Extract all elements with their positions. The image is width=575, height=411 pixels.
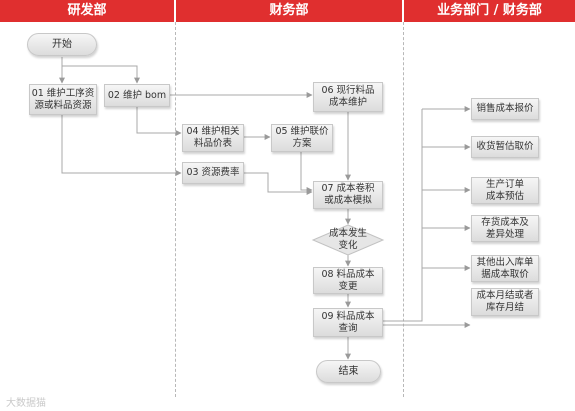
lane-header-finance: 财务部 (176, 0, 402, 22)
step-06-node: 06 现行料品 成本维护 (313, 82, 383, 112)
step-01-node: 01 维护工序资 源或料品资源 (29, 84, 97, 115)
output-receipt-estimate: 收货暂估取价 (471, 136, 539, 158)
end-node: 结束 (316, 360, 381, 383)
edge-start-02 (62, 65, 140, 84)
output-production-estimate: 生产订单 成本预估 (471, 177, 539, 204)
lane-separator-1 (175, 22, 176, 397)
step-03-node: 03 资源费率 (182, 162, 244, 184)
step-05-node: 05 维护联价 方案 (271, 124, 333, 152)
start-node: 开始 (27, 33, 97, 56)
lane-header-rd: 研发部 (0, 0, 174, 22)
decision-diamond (311, 224, 385, 256)
edge-03-07 (244, 172, 313, 195)
lane-header-business: 业务部门 / 财务部 (404, 0, 575, 22)
edge-02-04 (136, 107, 182, 136)
edge-09-bus (383, 109, 423, 322)
output-inventory-cost: 存货成本及 差异处理 (471, 215, 539, 242)
step-07-node: 07 成本卷积 或成本模拟 (313, 181, 383, 209)
step-04-node: 04 维护相关 料品价表 (182, 124, 244, 152)
step-09-node: 09 料品成本 查询 (313, 308, 383, 337)
output-month-close: 成本月结或者 库存月结 (471, 288, 539, 316)
output-sales-quote: 销售成本报价 (471, 98, 539, 120)
output-other-in-out: 其他出入库单 据成本取价 (471, 255, 539, 282)
step-02-node: 02 维护 bom (104, 84, 170, 107)
edge-05-07 (300, 152, 313, 193)
step-08-node: 08 料品成本 变更 (313, 267, 383, 294)
watermark-logo: 大数据猫 (6, 398, 46, 409)
decision-label: 成本发生 变化 (328, 228, 367, 251)
lane-separator-2 (403, 22, 404, 397)
edge-01-03 (61, 115, 182, 176)
